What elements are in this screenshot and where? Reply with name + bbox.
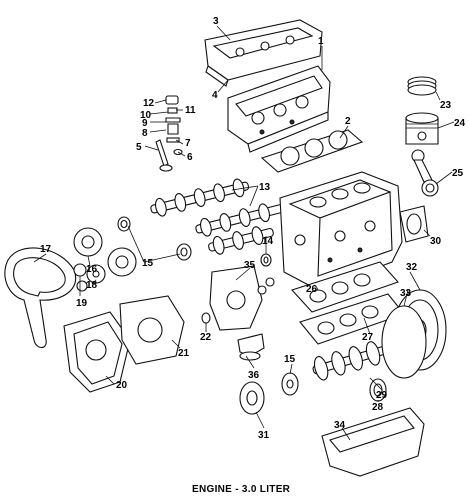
callout-29: 29 [376,390,388,401]
leader-lines [33,25,455,441]
timing-belt [4,247,77,349]
callout-36: 36 [248,370,260,381]
callout-18: 18 [86,280,98,291]
piston-rings [407,76,437,96]
callout-16: 16 [86,264,98,275]
oil-pump [209,265,275,331]
callout-23: 23 [440,100,452,111]
callout-7: 7 [185,138,191,149]
callout-34: 34 [334,420,346,431]
head-gasket [260,129,364,173]
oil-pickup [237,333,265,361]
idler-pulley [73,263,88,292]
callout-4: 4 [212,90,218,101]
crank-gear [281,372,299,396]
bearing-set-upper [291,261,399,313]
callout-30: 30 [430,236,442,247]
timing-cover [63,311,131,393]
callout-3: 3 [213,16,219,27]
timing-pulleys [73,227,137,284]
cam-seal [260,253,272,267]
callout-1: 1 [318,36,324,47]
callout-10: 10 [140,110,152,121]
callout-15: 15 [142,258,154,269]
callout-6: 6 [187,152,193,163]
callout-27: 27 [362,332,374,343]
valve-train [155,95,183,172]
diagram-caption: ENGINE - 3.0 LITER [192,484,291,495]
callout-14: 14 [262,236,274,247]
cam-oil-seals [117,216,192,261]
callout-17: 17 [40,244,52,255]
cylinder-head [227,65,331,153]
oil-pan [321,407,425,477]
callout-5: 5 [136,142,142,153]
callout-11: 11 [185,105,196,116]
callout-15-lower: 15 [284,354,296,365]
piston [405,112,439,145]
callout-32: 32 [406,262,418,273]
callout-9: 9 [142,118,148,129]
camshafts [150,178,285,255]
callout-12: 12 [143,98,155,109]
callout-35: 35 [244,260,256,271]
callout-25: 25 [452,168,464,179]
flexplate-ring [381,305,427,379]
callout-2: 2 [345,116,351,127]
connecting-rod [411,149,439,197]
callout-8: 8 [142,128,148,139]
callout-13: 13 [259,182,271,193]
callout-33: 33 [400,288,412,299]
engine-block [279,171,403,291]
callout-labels: 3 4 1 2 5 6 7 8 9 10 11 12 13 14 15 15 1… [40,16,466,441]
callout-20: 20 [116,380,128,391]
rear-seal-housing [399,205,429,243]
callout-31: 31 [258,430,270,441]
seal-plug [201,312,211,324]
bearing-set-lower [299,293,405,345]
callout-22: 22 [200,332,212,343]
callout-21: 21 [178,348,190,359]
callout-26: 26 [306,284,318,295]
valve-cover [204,19,323,87]
callout-24: 24 [454,118,466,129]
crank-pulley [239,381,265,415]
callout-19: 19 [76,298,88,309]
callout-28: 28 [372,402,384,413]
cover-gasket [119,295,185,365]
